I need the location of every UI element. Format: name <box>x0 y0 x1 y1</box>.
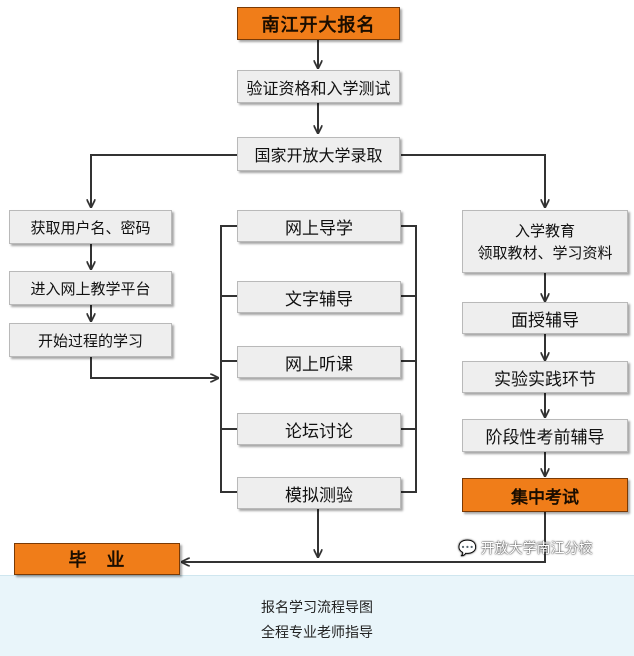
arrow-learning-to-middle <box>90 357 218 378</box>
flowchart-canvas: 南江开大报名 验证资格和入学测试 国家开放大学录取 获取用户名、密码 进入网上教… <box>0 0 634 576</box>
forum-box: 论坛讨论 <box>237 413 401 445</box>
verify-box: 验证资格和入学测试 <box>237 70 400 103</box>
get-account-box: 获取用户名、密码 <box>9 210 172 244</box>
mock-test-box: 模拟测验 <box>237 477 401 509</box>
final-exam-box: 集中考试 <box>462 478 628 512</box>
middle-right-bracket <box>401 225 417 493</box>
graduate-box: 毕 业 <box>14 543 180 575</box>
online-lecture-box: 网上听课 <box>237 346 401 378</box>
watermark-text: 开放大学南江分校 <box>480 541 593 557</box>
online-guide-box: 网上导学 <box>237 210 401 242</box>
arrow-exam-to-graduate <box>182 512 546 562</box>
admit-box: 国家开放大学录取 <box>237 137 400 171</box>
wechat-icon: 💬 <box>458 539 477 557</box>
orientation-line-2: 领取教材、学习资料 <box>477 243 613 262</box>
arrow-admit-to-right <box>401 154 545 207</box>
flow-connectors <box>0 40 634 575</box>
text-tutoring-box: 文字辅导 <box>237 281 401 313</box>
orientation-line-1: 入学教育 <box>514 221 575 240</box>
stage-tutoring-box: 阶段性考前辅导 <box>462 419 628 452</box>
middle-left-bracket <box>220 225 237 493</box>
face-tutoring-box: 面授辅导 <box>462 302 628 334</box>
register-box: 南江开大报名 <box>237 7 400 40</box>
caption-title: 报名学习流程导图 <box>261 600 373 616</box>
caption-subtitle: 全程专业老师指导 <box>261 625 373 641</box>
start-learning-box: 开始过程的学习 <box>9 323 172 357</box>
arrow-admit-to-left <box>91 154 237 207</box>
practice-box: 实验实践环节 <box>462 361 628 393</box>
orientation-box: 入学教育 领取教材、学习资料 <box>462 210 628 273</box>
watermark: 💬 开放大学南江分校 <box>458 538 593 558</box>
enter-platform-box: 进入网上教学平台 <box>9 271 172 305</box>
